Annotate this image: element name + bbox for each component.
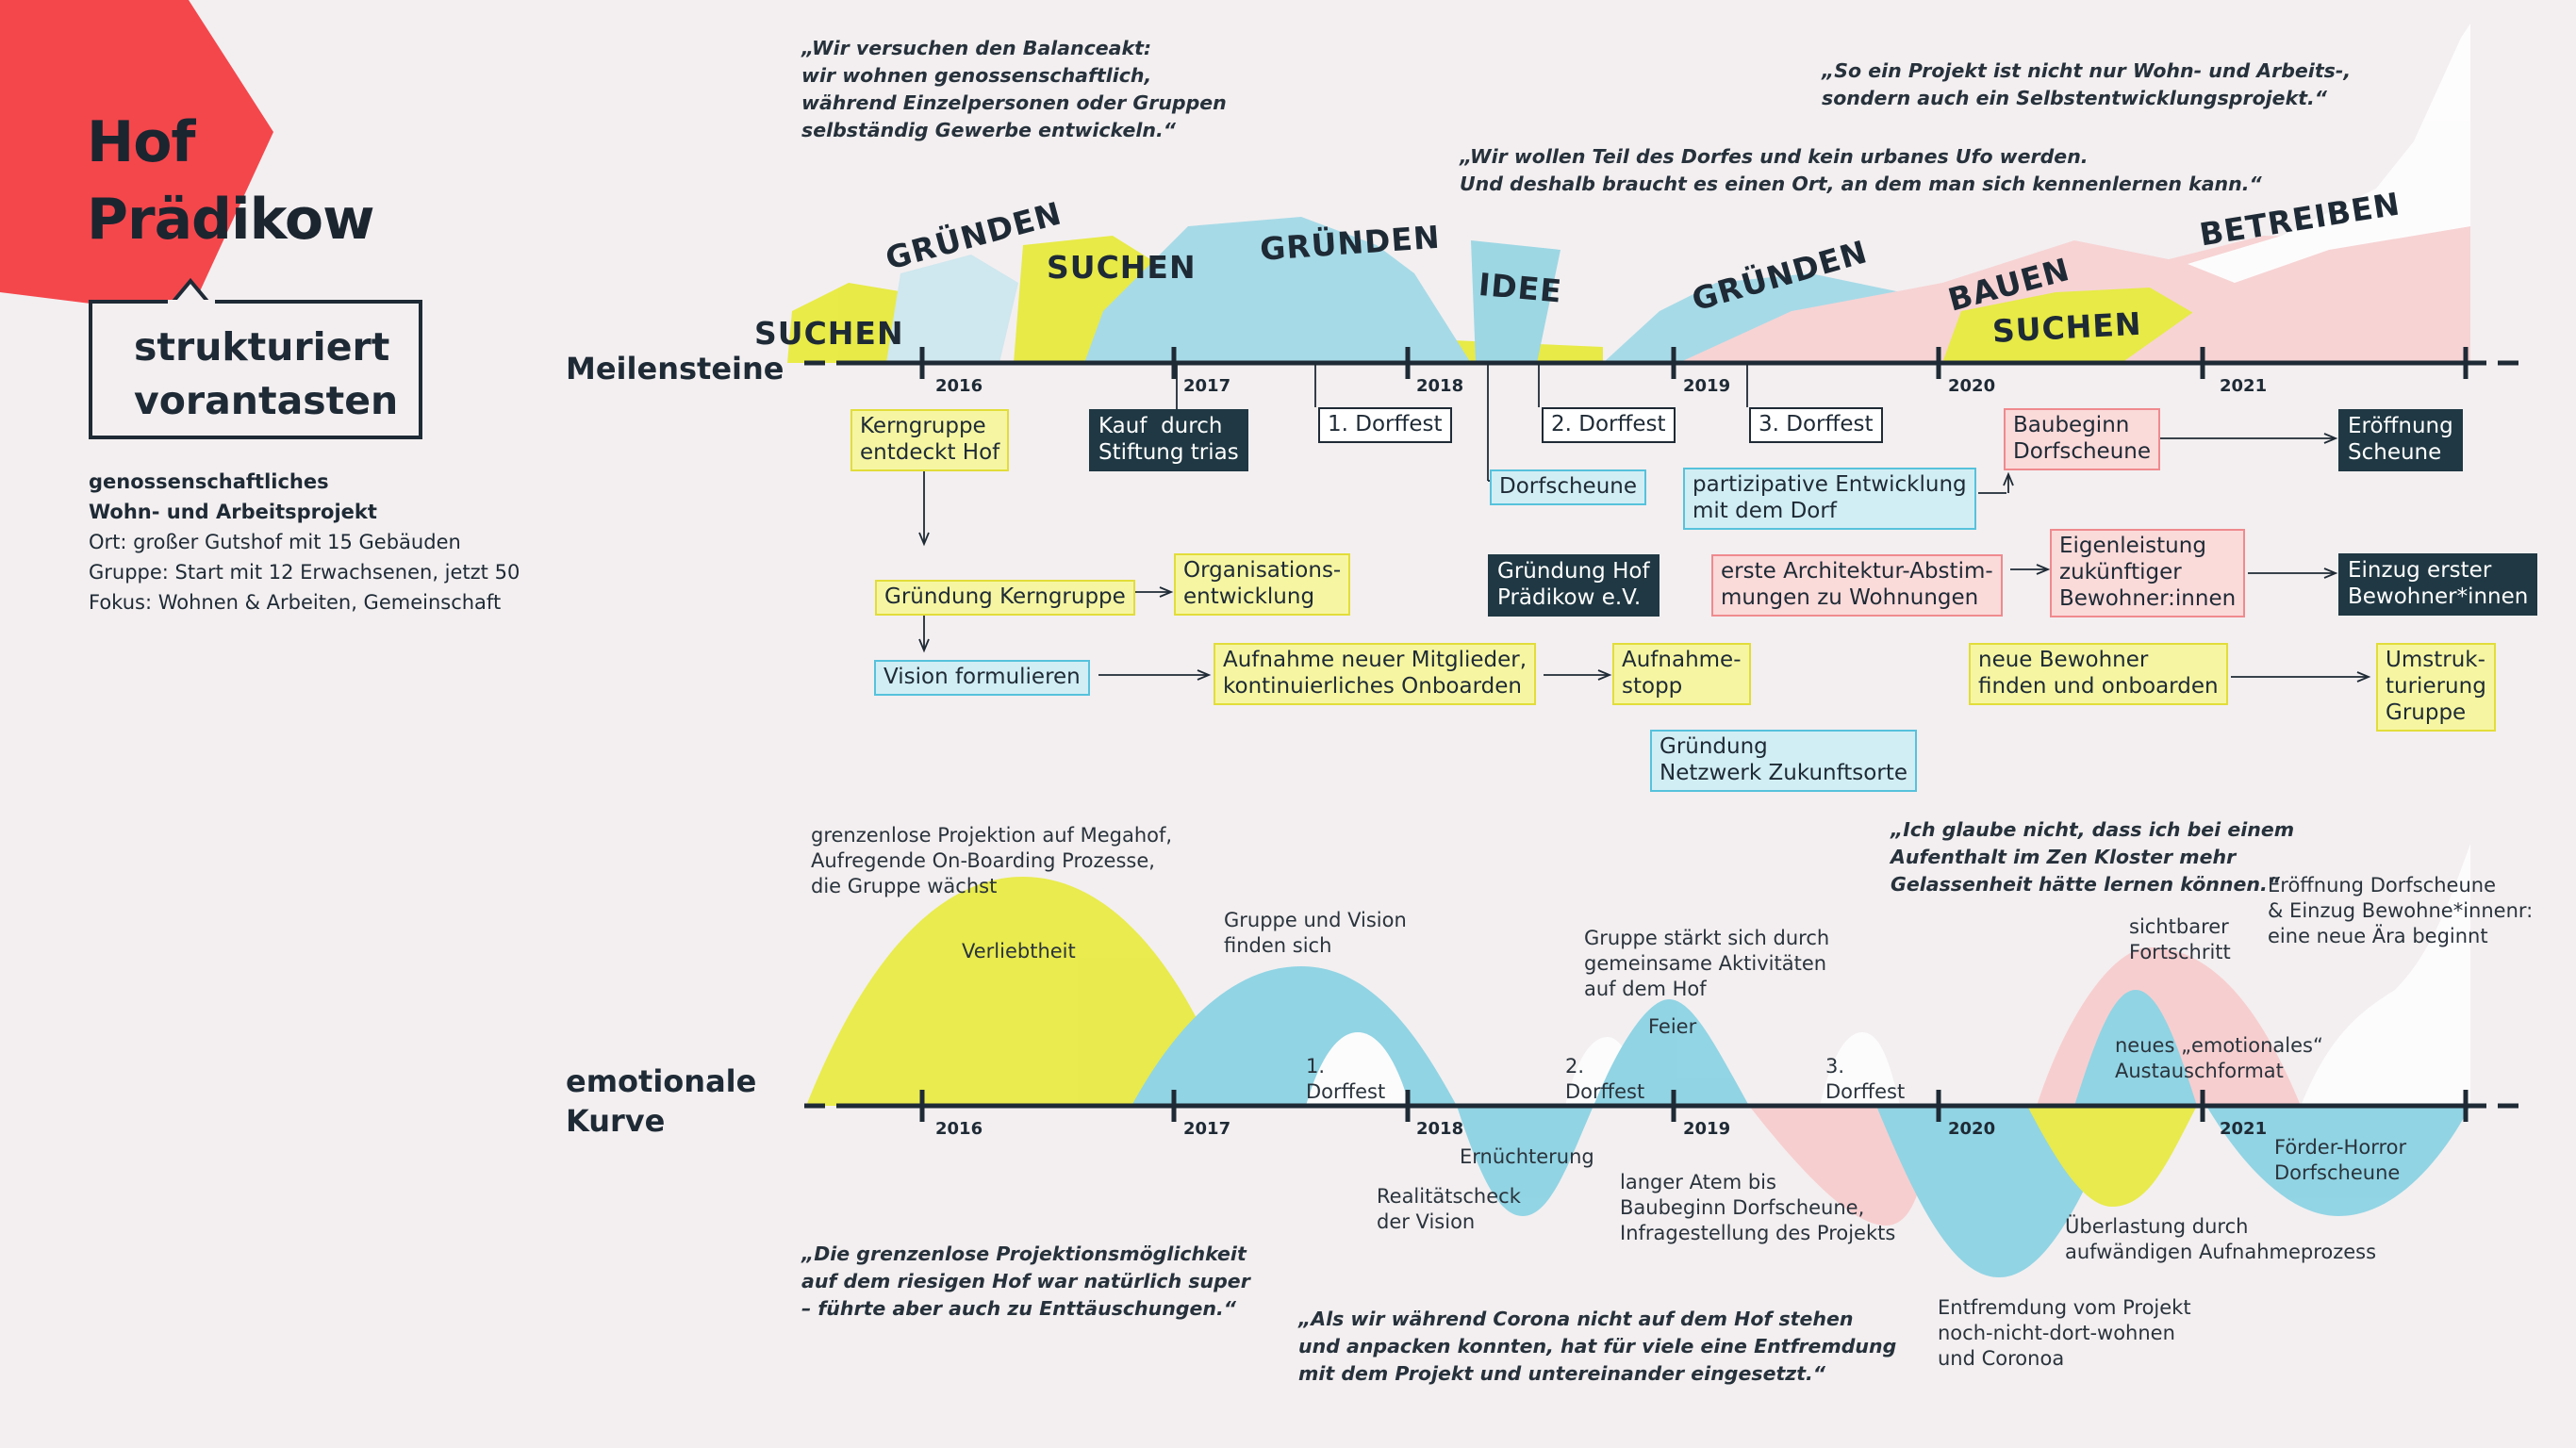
emotion-year-label-2021: 2021 bbox=[2220, 1119, 2268, 1139]
quote-zen-kloster: „Ich glaube nicht, dass ich bei einem Au… bbox=[1891, 818, 2295, 896]
milestone-dorffest-2: 2. Dorffest bbox=[1542, 407, 1676, 443]
subtitle-callout: strukturiert vorantasten bbox=[89, 300, 422, 439]
note-dorffest-3: 3. Dorffest bbox=[1825, 1055, 1906, 1103]
subtitle-line1: strukturiert bbox=[134, 324, 390, 370]
note-gruppe-vision: Gruppe und Vision finden sich bbox=[1224, 909, 1407, 957]
emotion-year-label-2019: 2019 bbox=[1683, 1119, 1731, 1139]
milestone-vision-formulieren: Vision formulieren bbox=[874, 660, 1090, 696]
emotional-curve-label-1: emotionale bbox=[566, 1063, 757, 1099]
note-entfremdung: Entfremdung vom Projekt noch-nicht-dort-… bbox=[1938, 1296, 2191, 1370]
milestone-aufnahmestopp: Aufnahme- stopp bbox=[1612, 643, 1751, 705]
quote-dorf: „Wir wollen Teil des Dorfes und kein urb… bbox=[1460, 145, 2262, 195]
milestone-gruendung-hof-ev: Gründung Hof Prädikow e.V. bbox=[1488, 554, 1660, 617]
note-langer-atem: langer Atem bis Baubeginn Dorfscheune, I… bbox=[1620, 1171, 1896, 1244]
milestone-netzwerk-zukunftsorte: Gründung Netzwerk Zukunftsorte bbox=[1650, 730, 1917, 792]
info-line3: Fokus: Wohnen & Arbeiten, Gemeinschaft bbox=[89, 591, 502, 614]
red-corner-shape bbox=[0, 0, 273, 316]
year-label-2018: 2018 bbox=[1416, 376, 1464, 396]
milestone-kauf-stiftung-trias: Kauf durch Stiftung trias bbox=[1089, 409, 1248, 471]
note-sichtbarer-fortschritt: sichtbarer Fortschritt bbox=[2129, 915, 2231, 963]
quote-selbstentwicklung: „So ein Projekt ist nicht nur Wohn- und … bbox=[1822, 59, 2352, 109]
year-label-2019: 2019 bbox=[1683, 376, 1731, 396]
quote-projektion: „Die grenzenlose Projektionsmöglichkeit … bbox=[801, 1242, 1250, 1320]
note-verliebtheit: Verliebtheit bbox=[962, 940, 1076, 963]
note-neue-aera: Eröffnung Dorfscheune & Einzug Bewohne*i… bbox=[2268, 874, 2534, 947]
phase-area-gruenden-2 bbox=[1084, 217, 1471, 363]
milestone-aufnahme-neuer-mitglieder: Aufnahme neuer Mitglieder, kontinuierlic… bbox=[1214, 643, 1537, 705]
note-austauschformat: neues „emotionales“ Austauschformat bbox=[2115, 1034, 2323, 1082]
note-feier: Feier bbox=[1648, 1015, 1697, 1038]
year-label-2020: 2020 bbox=[1948, 376, 1996, 396]
emotion-year-label-2020: 2020 bbox=[1948, 1119, 1996, 1139]
year-label-2016: 2016 bbox=[935, 376, 983, 396]
quote-corona: „Als wir während Corona nicht auf dem Ho… bbox=[1298, 1308, 1897, 1385]
phase-area-suchen-1 bbox=[787, 283, 910, 363]
phase-label-idee: IDEE bbox=[1477, 266, 1564, 310]
emotional-curve-label-2: Kurve bbox=[566, 1103, 666, 1139]
info-line1: Ort: großer Gutshof mit 15 Gebäuden bbox=[89, 531, 461, 553]
phase-label-suchen-1: SUCHEN bbox=[754, 315, 904, 352]
subtitle-line2: vorantasten bbox=[134, 378, 399, 423]
milestone-kerngruppe-entdeckt-hof: Kerngruppe entdeckt Hof bbox=[850, 409, 1010, 471]
emotion-area-verliebtheit bbox=[806, 877, 1235, 1106]
emotion-area-gruppe-vision bbox=[1131, 966, 1457, 1106]
milestone-dorfscheune: Dorfscheune bbox=[1490, 469, 1646, 505]
page-title-line2: Prädikow bbox=[87, 187, 375, 253]
emotion-axis bbox=[804, 1090, 2527, 1122]
phase-label-suchen-2: SUCHEN bbox=[1047, 249, 1197, 286]
info-line2: Gruppe: Start mit 12 Erwachsenen, jetzt … bbox=[89, 561, 520, 584]
emotion-area-ueberlastung bbox=[2027, 1106, 2197, 1207]
note-ueberlastung: Überlastung durch aufwändigen Aufnahmepr… bbox=[2065, 1215, 2377, 1263]
milestone-gruendung-kerngruppe: Gründung Kerngruppe bbox=[875, 580, 1135, 616]
emotion-area-ernuechterung bbox=[1457, 1106, 1593, 1216]
note-dorffest-1: 1. Dorffest bbox=[1306, 1055, 1386, 1103]
milestone-dorffest-1: 1. Dorffest bbox=[1318, 407, 1452, 443]
note-grenzenlose-projektion: grenzenlose Projektion auf Megahof, Aufr… bbox=[811, 824, 1173, 897]
emotion-year-label-2016: 2016 bbox=[935, 1119, 983, 1139]
emotion-area-feier bbox=[1593, 999, 1749, 1106]
milestone-axis bbox=[804, 347, 2527, 379]
quote-balanceakt: „Wir versuchen den Balanceakt: wir wohne… bbox=[801, 37, 1227, 141]
note-ernuechterung: Ernüchterung bbox=[1460, 1145, 1594, 1168]
phase-label-suchen-3: SUCHEN bbox=[1991, 304, 2143, 350]
emotion-area-dorffest-3 bbox=[1820, 1032, 1900, 1106]
note-gruppe-staerkt-sich: Gruppe stärkt sich durch gemeinsame Akti… bbox=[1584, 927, 1830, 1000]
info-heading2: Wohn- und Arbeitsprojekt bbox=[89, 501, 377, 523]
subtitle-text: strukturiert vorantasten bbox=[134, 321, 398, 428]
milestone-organisationsentwicklung: Organisations- entwicklung bbox=[1174, 553, 1351, 616]
milestone-eroeffnung-scheune: Eröffnung Scheune bbox=[2338, 409, 2463, 471]
emotion-area-foerder-horror bbox=[2206, 1106, 2470, 1216]
milestone-eigenleistung: Eigenleistung zukünftiger Bewohner:innen bbox=[2050, 529, 2246, 617]
emotion-area-neue-aera bbox=[2301, 844, 2470, 1106]
page-title-line1: Hof bbox=[87, 109, 196, 175]
phase-area-gruenden-1 bbox=[886, 255, 1018, 363]
milestone-neue-bewohner: neue Bewohner finden und onboarden bbox=[1969, 643, 2228, 705]
phase-area-betreiben-white bbox=[2188, 24, 2470, 283]
emotion-year-label-2017: 2017 bbox=[1183, 1119, 1231, 1139]
year-label-2017: 2017 bbox=[1183, 376, 1231, 396]
emotion-area-dorffest-1 bbox=[1306, 1032, 1410, 1106]
connector-lines bbox=[918, 363, 2371, 683]
milestone-dorffest-3: 3. Dorffest bbox=[1749, 407, 1883, 443]
phase-area-betreiben-pink bbox=[2122, 226, 2470, 363]
milestone-architektur-abstimmungen: erste Architektur-Abstim- mungen zu Wohn… bbox=[1711, 554, 2003, 617]
milestone-umstrukturierung: Umstruk- turierung Gruppe bbox=[2376, 643, 2496, 732]
info-heading1: genossenschaftliches bbox=[89, 470, 329, 493]
milestone-einzug-bewohner: Einzug erster Bewohner*innen bbox=[2338, 553, 2538, 616]
phase-area-idee bbox=[1471, 240, 1560, 363]
milestone-baubeginn-dorfscheune: Baubeginn Dorfscheune bbox=[2004, 408, 2160, 470]
milestone-partizipative-entwicklung: partizipative Entwicklung mit dem Dorf bbox=[1683, 468, 1976, 530]
emotion-area-austausch bbox=[2074, 990, 2197, 1106]
year-label-2021: 2021 bbox=[2220, 376, 2268, 396]
milestones-label: Meilensteine bbox=[566, 351, 784, 387]
note-dorffest-2: 2. Dorffest bbox=[1565, 1055, 1645, 1103]
note-realitaetscheck: Realitätscheck der Vision bbox=[1377, 1185, 1521, 1233]
emotion-year-label-2018: 2018 bbox=[1416, 1119, 1464, 1139]
callout-pointer bbox=[168, 277, 215, 305]
note-foerder-horror: Förder-Horror Dorfscheune bbox=[2274, 1136, 2407, 1184]
